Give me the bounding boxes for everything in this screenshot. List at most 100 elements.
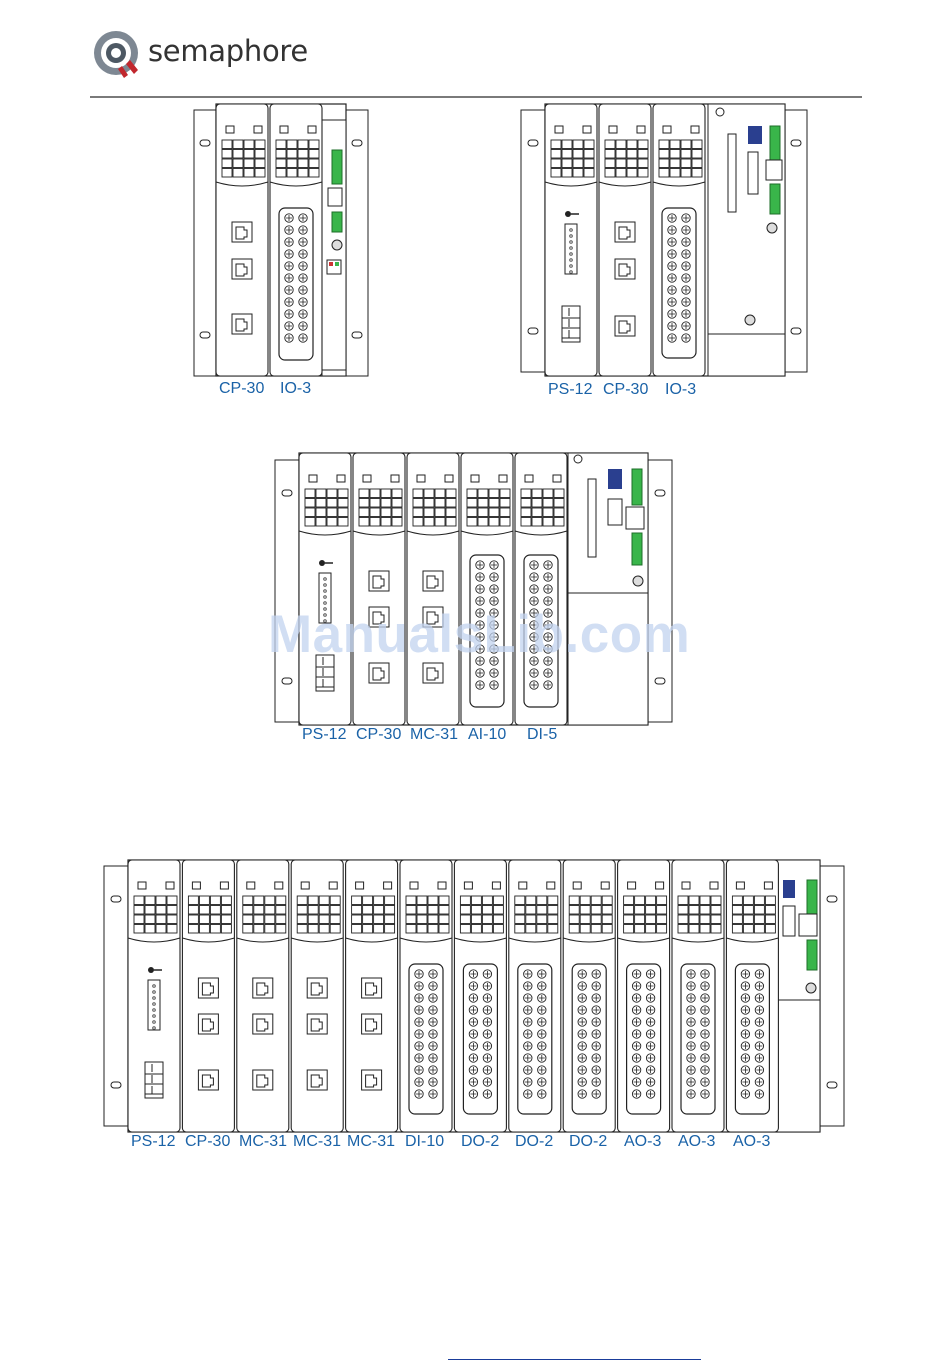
keypad-key [222,169,232,178]
keypad-key [276,906,286,915]
keypad-key [199,896,209,905]
terminal-block [681,964,715,1114]
keypad-key [338,508,348,517]
keypad-key [500,489,510,498]
keypad-key [359,499,369,508]
mounting-slot [111,896,121,902]
keypad-key [381,499,391,508]
keypad-key [392,518,402,527]
keypad-key [754,925,764,934]
status-led [736,882,744,889]
keypad-key [602,896,612,905]
terminal-block [518,964,552,1114]
keypad-key [460,896,470,905]
keypad-key [627,169,637,178]
status-led [682,882,690,889]
rack-c-label-5: DI-5 [527,726,557,744]
keypad-key [467,499,477,508]
keypad-key [616,169,626,178]
keypad-key [543,518,553,527]
rack-d-label-10: AO-3 [624,1133,661,1151]
keypad-key [338,489,348,498]
keypad-key [493,915,503,924]
keypad-key [471,925,481,934]
keypad-key [689,896,699,905]
keypad-key [471,896,481,905]
keypad-key [167,896,177,905]
keypad-key [381,518,391,527]
keypad-key [678,925,688,934]
keypad-key [591,896,601,905]
keypad-key [199,925,209,934]
green-terminal [770,184,780,214]
keypad-key [385,915,395,924]
keypad-key [222,150,232,159]
rack-d-label-4: MC-31 [293,1133,341,1151]
keypad-key [765,906,775,915]
keypad-key [500,499,510,508]
terminal-block [279,208,313,360]
keypad-key [689,925,699,934]
keypad-key [188,896,198,905]
keypad-key [543,499,553,508]
mounting-slot [200,140,210,146]
keypad-key [605,169,615,178]
keypad-key [638,140,648,149]
keypad-key [624,906,634,915]
keypad-key [670,159,680,168]
rack-b-label-3: IO-3 [665,381,696,399]
keypad-key [700,896,710,905]
status-led [663,126,671,133]
keypad-key [255,150,265,159]
keypad-key [700,925,710,934]
keypad-key [446,489,456,498]
red-led [329,262,333,266]
keypad-key [145,896,155,905]
keypad-key [605,150,615,159]
keypad-key [616,159,626,168]
green-terminal [632,469,642,505]
status-led [309,475,317,482]
power-key [319,560,325,566]
keypad-key [681,140,691,149]
keypad-key [515,896,525,905]
keypad-key [370,508,380,517]
keypad-key [754,915,764,924]
status-led [329,882,337,889]
dip-switch [783,880,795,898]
keypad-key [554,518,564,527]
keypad-key [678,896,688,905]
keypad-key [446,508,456,517]
keypad-key [199,906,209,915]
status-led [637,126,645,133]
mounting-slot [827,1082,837,1088]
keypad-key [413,489,423,498]
keypad-key [424,499,434,508]
status-led [628,882,636,889]
keypad-key [417,896,427,905]
keypad-key [359,508,369,517]
keypad-key [297,925,307,934]
keypad-key [319,915,329,924]
keypad-key [562,169,572,178]
keypad-key [330,906,340,915]
jumper-block [328,188,342,206]
keypad-key [638,159,648,168]
keypad-key [134,906,144,915]
keypad-key [276,896,286,905]
keypad-key [689,906,699,915]
keypad-key [743,925,753,934]
mounting-slot [528,328,538,334]
keypad-key [584,150,594,159]
keypad-key [309,169,319,178]
keypad-key [551,169,561,178]
keypad-key [605,159,615,168]
screw-icon [767,223,777,233]
keypad-key [167,906,177,915]
keypad-key [765,915,775,924]
keypad-key [363,915,373,924]
keypad-key [493,896,503,905]
keypad-key [537,925,547,934]
keypad-key [681,169,691,178]
status-led [583,126,591,133]
